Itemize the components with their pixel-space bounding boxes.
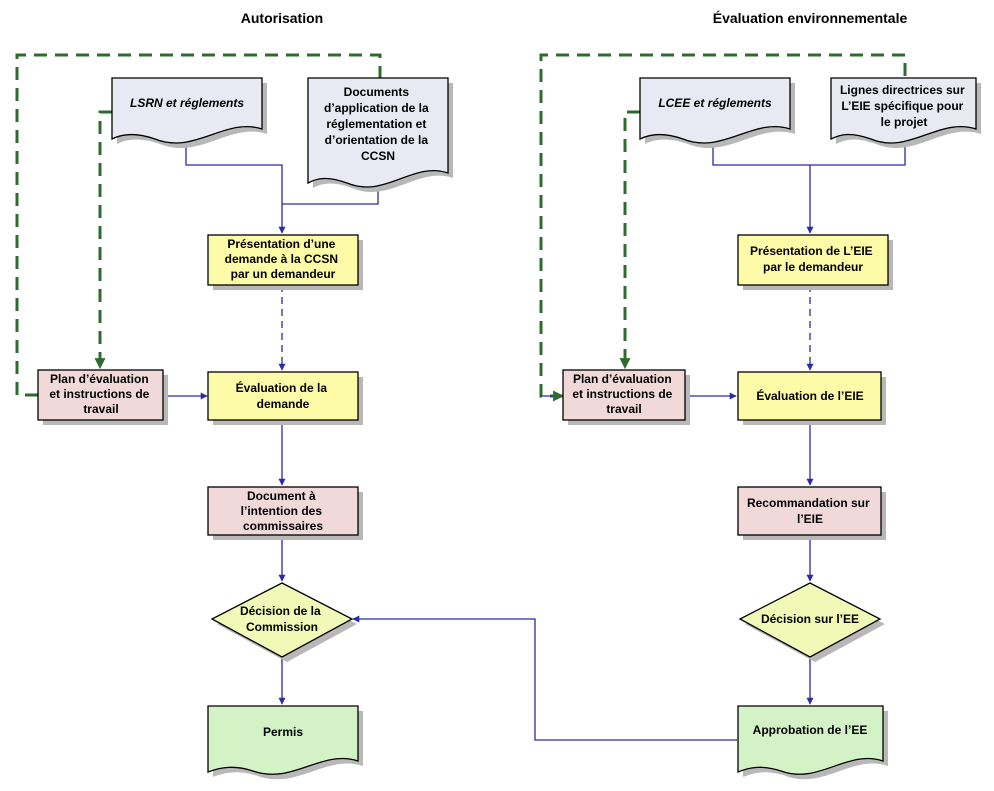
document-commissaires-label: Document à l’intention des commissaires [241,489,326,533]
feedback-arrow-inner-right [619,110,640,370]
decision-commission-label: Décision de la Commission [240,604,324,634]
doc-lignes-label: Lignes directrices sur L’EIE spécifique … [840,83,968,129]
arrow-lsrn-to-presentation [185,140,286,234]
process-evaluation-demande[interactable]: Évaluation de la demande [207,371,363,425]
feedback-arrow-outer [15,53,382,397]
feedback-arrow-inner [94,110,112,370]
decision-ee[interactable]: Décision sur l’EE [738,582,885,662]
approbation-ee-label: Approbation de l’EE [753,723,868,737]
doc-lsrn-et-reglements[interactable]: LSRN et réglements [111,77,267,148]
terminal-permis[interactable]: Permis [207,705,363,780]
presentation-demande-label: Présentation d’une demande à la CCSN par… [225,237,342,281]
permis-label: Permis [263,725,303,739]
process-presentation-eie[interactable]: Présentation de L’EIE par le demandeur [737,234,893,290]
title-autorisation: Autorisation [241,10,323,26]
evaluation-demande-label: Évaluation de la demande [236,380,331,411]
process-presentation-demande[interactable]: Présentation d’une demande à la CCSN par… [207,234,363,290]
recommandation-eie-label: Recommandation sur l’EIE [747,496,873,526]
decision-commission[interactable]: Décision de la Commission [210,582,357,662]
feedback-arrow-outer-right [539,53,907,398]
decision-ee-label: Décision sur l’EE [761,612,859,626]
terminal-approbation-ee[interactable]: Approbation de l’EE [737,705,888,780]
process-plan-evaluation-left[interactable]: Plan d’évaluation et instructions de tra… [37,369,168,425]
evaluation-eie-label: Évaluation de l’EIE [756,388,863,403]
process-evaluation-eie[interactable]: Évaluation de l’EIE [737,371,886,425]
doc-lignes-directrices[interactable]: Lignes directrices sur L’EIE spécifique … [830,77,981,148]
doc-lcee-et-reglements[interactable]: LCEE et réglements [639,77,795,148]
process-recommandation-eie[interactable]: Recommandation sur l’EIE [737,486,886,540]
arrow-docs-merge-right [712,140,906,166]
arrow-approbation-to-decision [352,615,737,741]
process-document-commissaires[interactable]: Document à l’intention des commissaires [207,486,363,540]
plan-right-label: Plan d’évaluation et instructions de tra… [572,372,675,416]
doc-lsrn-label: LSRN et réglements [130,96,244,110]
right-connectors [539,53,907,705]
presentation-eie-label: Présentation de L’EIE par le demandeur [750,244,876,274]
title-evaluation-environnementale: Évaluation environnementale [713,10,908,26]
plan-left-label: Plan d’évaluation et instructions de tra… [49,372,152,416]
doc-ccsn-application[interactable]: Documents d’application de la réglementa… [307,77,453,192]
process-plan-evaluation-right[interactable]: Plan d’évaluation et instructions de tra… [562,369,690,425]
doc-ccsn-label: Documents d’application de la réglementa… [324,85,432,163]
doc-lcee-label: LCEE et réglements [658,96,772,110]
